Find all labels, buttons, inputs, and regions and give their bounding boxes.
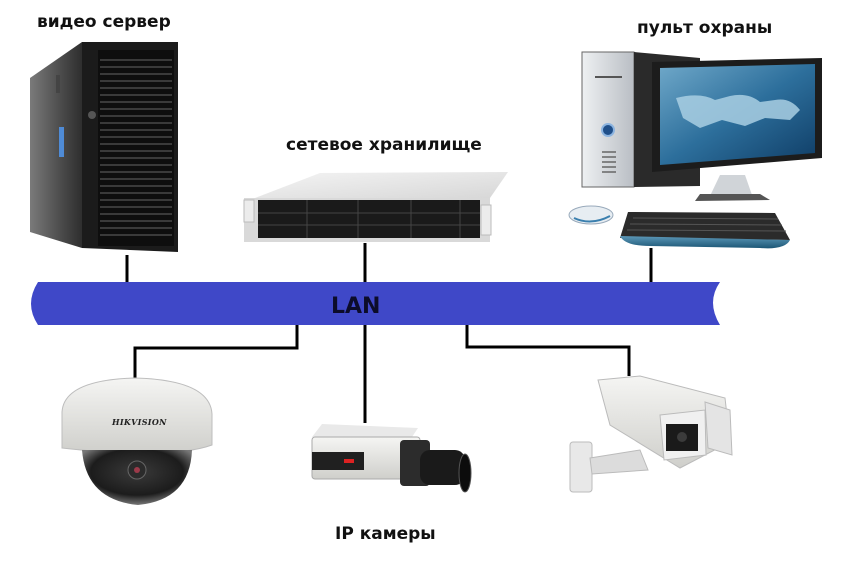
dome-camera-icon: HIKVISION bbox=[61, 377, 213, 505]
lan-bus: LAN bbox=[31, 282, 720, 325]
security-console-label: пульт охраны bbox=[637, 18, 773, 38]
dome-camera-brand: HIKVISION bbox=[111, 417, 167, 427]
wire-bullet-camera bbox=[465, 325, 631, 376]
lan-bus-label: LAN bbox=[331, 294, 380, 319]
wire-dome-camera bbox=[133, 325, 299, 380]
outdoor-housing-camera-icon bbox=[569, 375, 733, 493]
box-camera-icon bbox=[311, 424, 472, 493]
ip-cameras-label: IP камеры bbox=[335, 524, 436, 544]
rack-nas-icon bbox=[243, 172, 508, 242]
wires-bottom bbox=[133, 325, 631, 423]
desktop-computer-icon bbox=[568, 51, 822, 249]
tower-server-icon bbox=[30, 42, 178, 252]
video-server-label: видео сервер bbox=[37, 12, 171, 32]
lan-bus-shape bbox=[31, 282, 720, 325]
wires-top bbox=[125, 243, 653, 285]
network-storage-label: сетевое хранилище bbox=[286, 135, 482, 155]
